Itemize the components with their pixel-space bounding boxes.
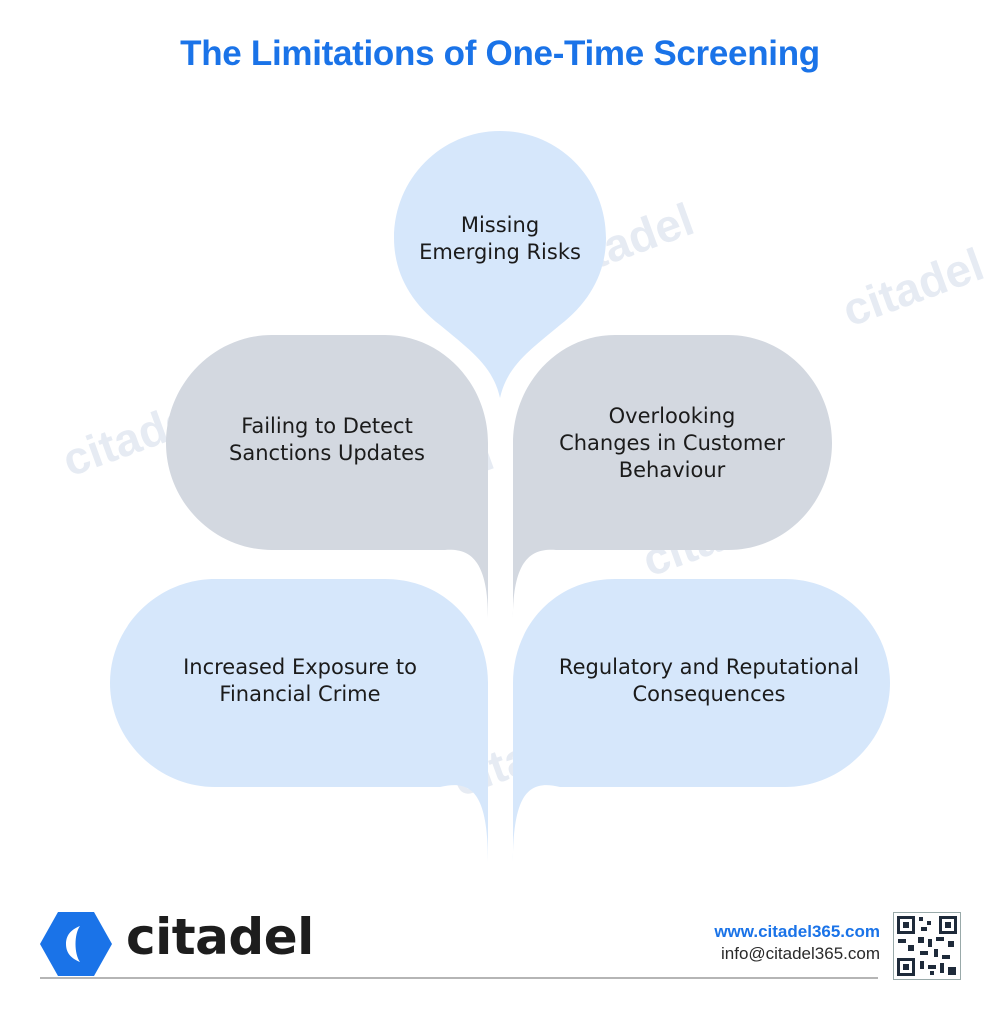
node-text-line: Financial Crime [219, 682, 381, 706]
qr-code-icon [893, 912, 961, 980]
node-text-line: Sanctions Updates [229, 441, 425, 465]
node-bottom-right-label: Regulatory and Reputational Consequences [549, 654, 869, 708]
node-text-line: Failing to Detect [241, 414, 413, 438]
citadel-hexagon-icon [40, 912, 112, 976]
node-mid-left-label: Failing to Detect Sanctions Updates [197, 413, 457, 467]
node-text-line: Increased Exposure to [183, 655, 417, 679]
node-text-line: Regulatory and Reputational [558, 655, 860, 679]
node-text-line: Changes in Customer [559, 431, 785, 455]
website-link[interactable]: www.citadel365.com [714, 922, 880, 941]
bubble-bottom-right [513, 579, 890, 862]
node-text-line: Overlooking [608, 404, 736, 428]
node-bottom-left-label: Increased Exposure to Financial Crime [150, 654, 450, 708]
email-link[interactable]: info@citadel365.com [720, 944, 880, 963]
node-text-line: Emerging Risks [419, 240, 581, 264]
bubble-top [394, 131, 606, 398]
brand-name: citadel [126, 908, 314, 966]
node-mid-right-label: Overlooking Changes in Customer Behaviou… [542, 403, 802, 484]
footer-divider [40, 977, 878, 979]
node-text-line: Consequences [632, 682, 786, 706]
bubble-mid-left [166, 335, 488, 618]
page-title: The Limitations of One-Time Screening [180, 34, 820, 73]
node-text-line: Behaviour [618, 458, 726, 482]
node-text-line: Missing [460, 213, 540, 237]
bubble-mid-right [513, 335, 832, 618]
bubble-bottom-left [110, 579, 488, 862]
node-top-label: Missing Emerging Risks [400, 212, 600, 266]
